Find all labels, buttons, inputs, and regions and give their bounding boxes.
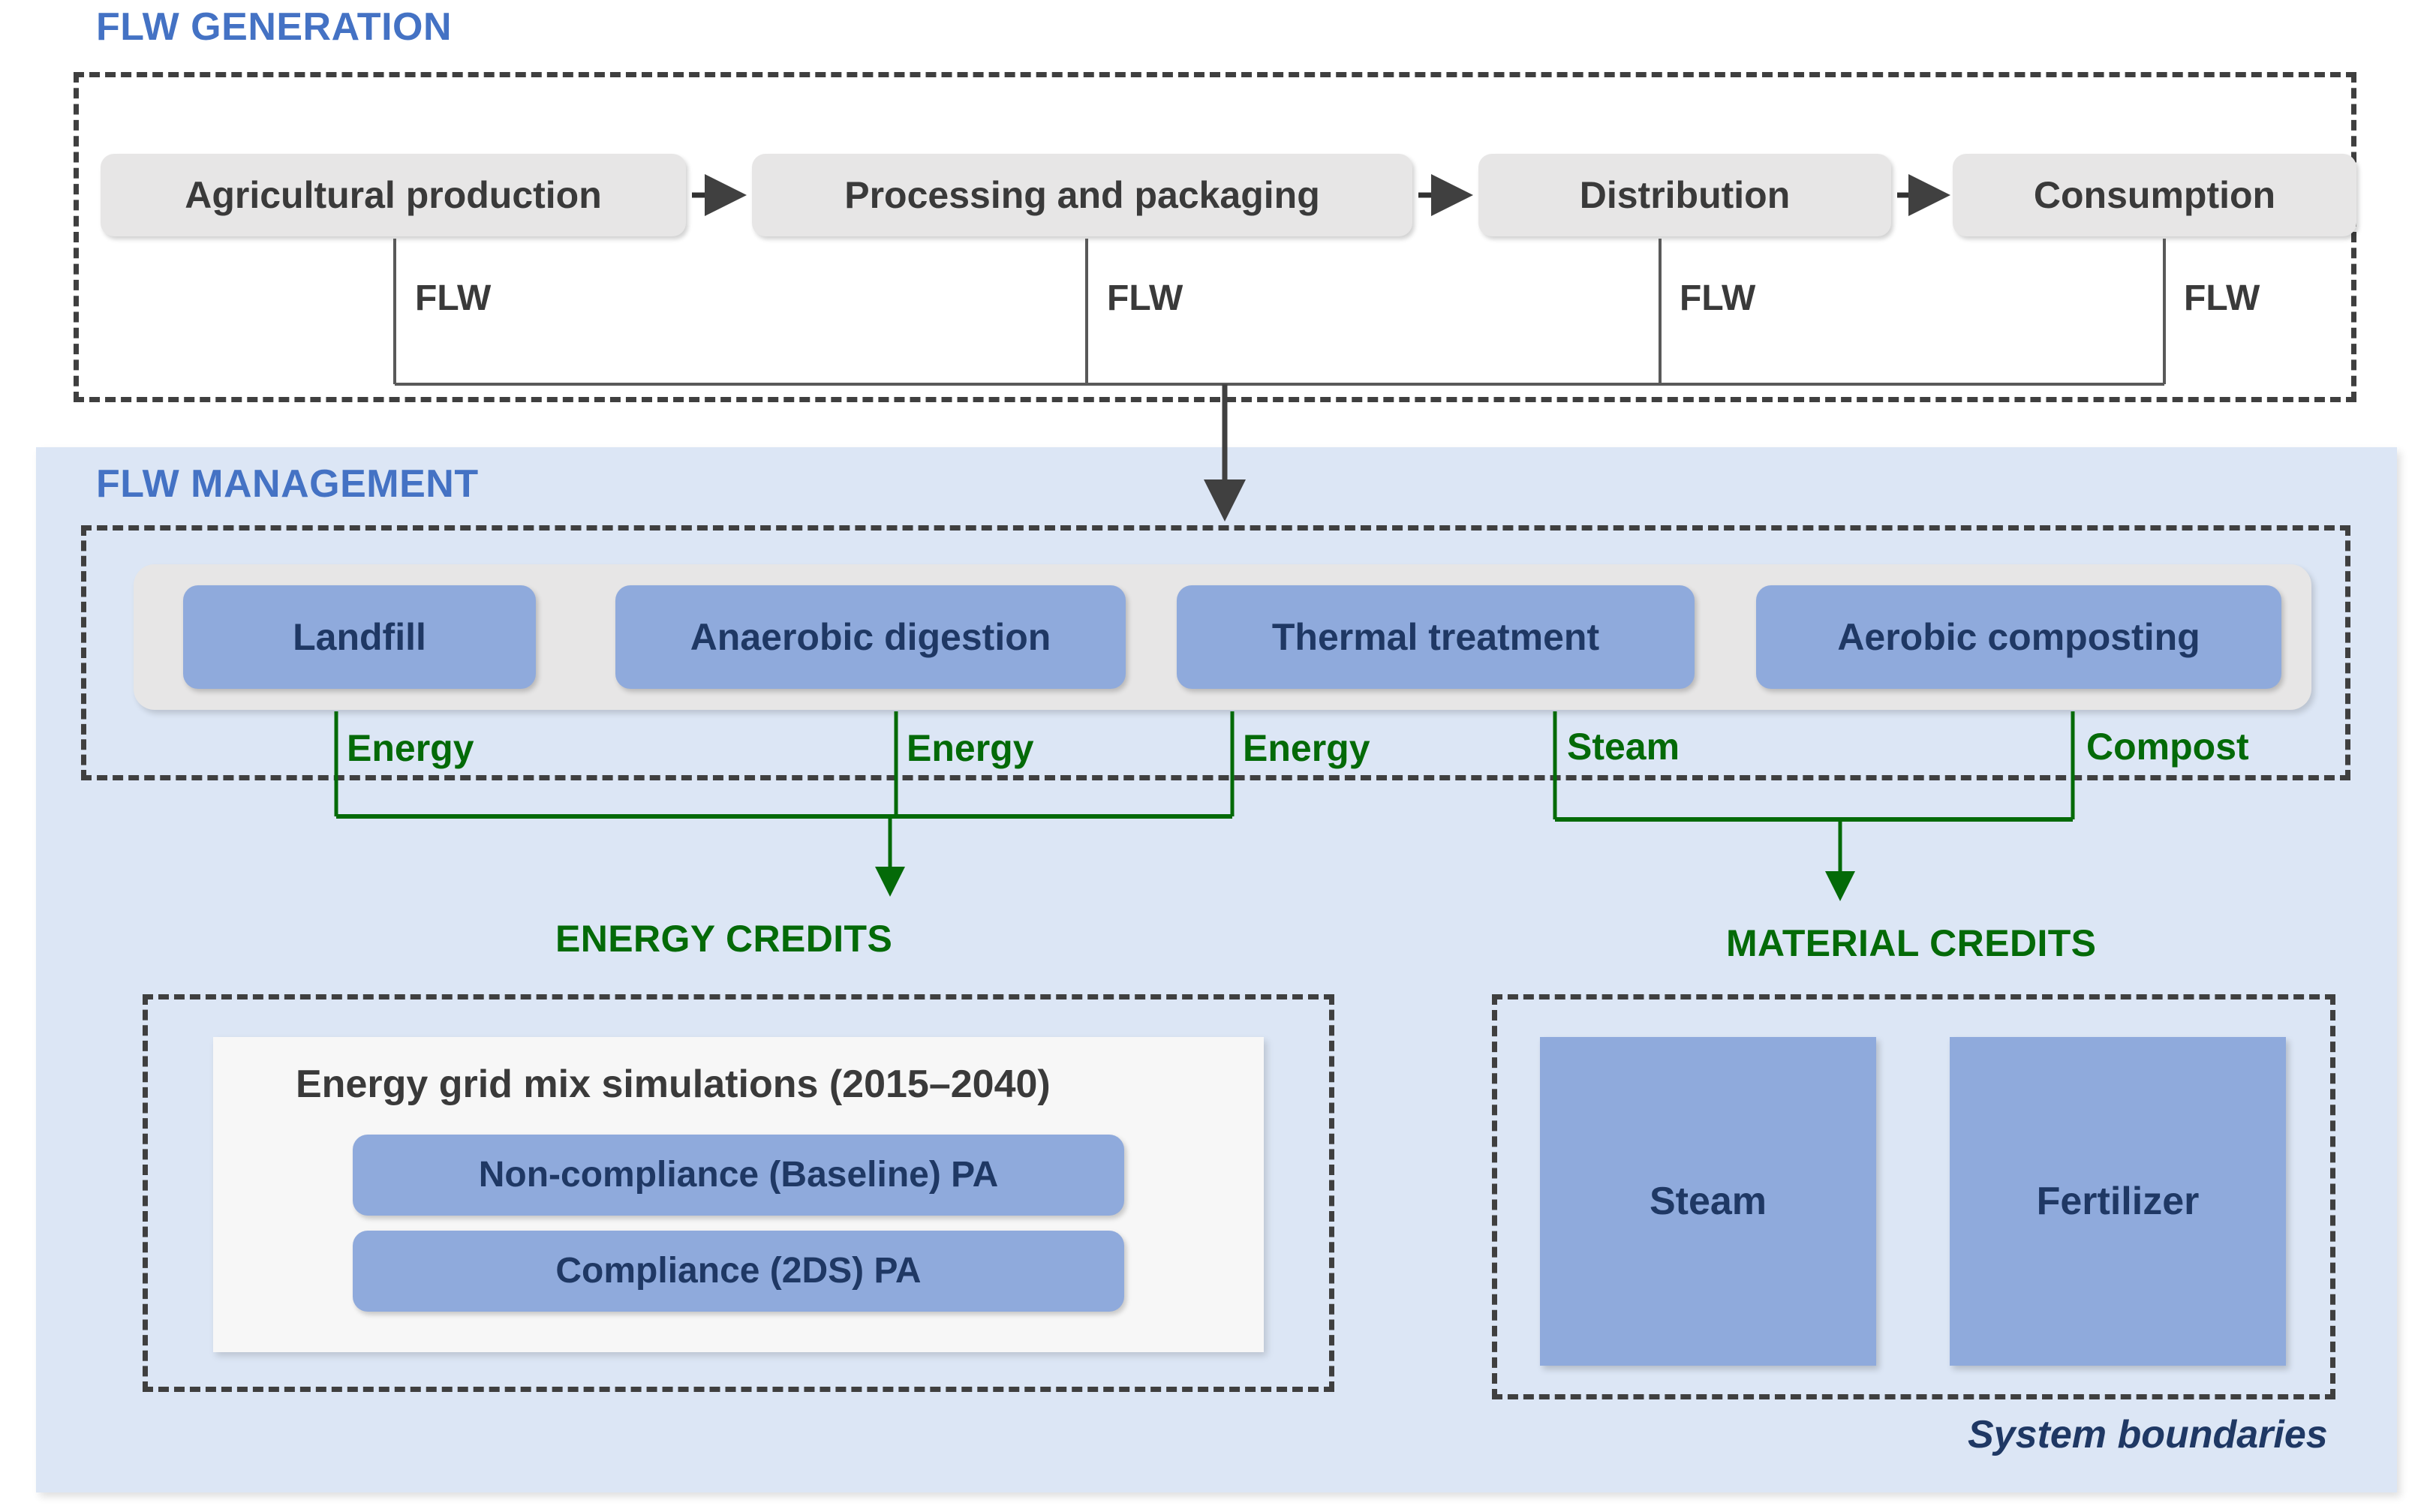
output-label-energy-2: Energy — [907, 727, 1034, 769]
flw-label-2: FLW — [1107, 278, 1183, 318]
stage-processing-and-packaging[interactable]: Processing and packaging — [752, 154, 1412, 236]
output-label-energy-3: Energy — [1243, 727, 1370, 769]
system-boundaries-caption: System boundaries — [1968, 1413, 2328, 1456]
scenario-compliance-2ds[interactable]: Compliance (2DS) PA — [353, 1231, 1124, 1312]
treatment-aerobic-composting[interactable]: Aerobic composting — [1756, 585, 2281, 689]
stage-distribution[interactable]: Distribution — [1478, 154, 1891, 236]
section-title-flw-management: FLW MANAGEMENT — [96, 462, 479, 506]
stage-label: Processing and packaging — [844, 173, 1320, 216]
scenario-label: Non-compliance (Baseline) PA — [478, 1154, 999, 1195]
material-credits-boundary — [1492, 994, 2335, 1399]
stage-consumption[interactable]: Consumption — [1953, 154, 2356, 236]
output-label-steam: Steam — [1567, 726, 1680, 768]
material-item-fertilizer[interactable]: Fertilizer — [1950, 1037, 2286, 1366]
flw-management-boundary — [81, 525, 2350, 780]
flw-label-3: FLW — [1680, 278, 1756, 318]
scenario-label: Compliance (2DS) PA — [555, 1250, 922, 1291]
flw-generation-boundary — [74, 72, 2356, 402]
section-title-flw-generation: FLW GENERATION — [96, 5, 453, 49]
energy-credits-boundary — [143, 994, 1334, 1392]
energy-simulation-title: Energy grid mix simulations (2015–2040) — [296, 1063, 1051, 1106]
treatment-landfill[interactable]: Landfill — [183, 585, 536, 689]
stage-label: Consumption — [2033, 173, 2276, 216]
scenario-non-compliance-baseline[interactable]: Non-compliance (Baseline) PA — [353, 1135, 1124, 1216]
treatment-anaerobic-digestion[interactable]: Anaerobic digestion — [615, 585, 1126, 689]
material-item-steam[interactable]: Steam — [1540, 1037, 1876, 1366]
treatment-label: Aerobic composting — [1837, 615, 2200, 658]
treatment-label: Thermal treatment — [1271, 615, 1600, 658]
treatment-label: Anaerobic digestion — [690, 615, 1051, 658]
material-label: Steam — [1649, 1180, 1767, 1223]
material-label: Fertilizer — [2036, 1180, 2200, 1223]
material-credits-heading: MATERIAL CREDITS — [1726, 922, 2097, 964]
stage-label: Agricultural production — [185, 173, 602, 216]
output-label-compost: Compost — [2086, 726, 2249, 768]
stage-label: Distribution — [1579, 173, 1791, 216]
flw-label-4: FLW — [2184, 278, 2260, 318]
flw-label-1: FLW — [415, 278, 492, 318]
treatment-label: Landfill — [293, 615, 426, 658]
energy-credits-heading: ENERGY CREDITS — [555, 918, 893, 960]
output-label-energy-1: Energy — [347, 727, 474, 769]
treatment-thermal-treatment[interactable]: Thermal treatment — [1177, 585, 1695, 689]
stage-agricultural-production[interactable]: Agricultural production — [101, 154, 686, 236]
